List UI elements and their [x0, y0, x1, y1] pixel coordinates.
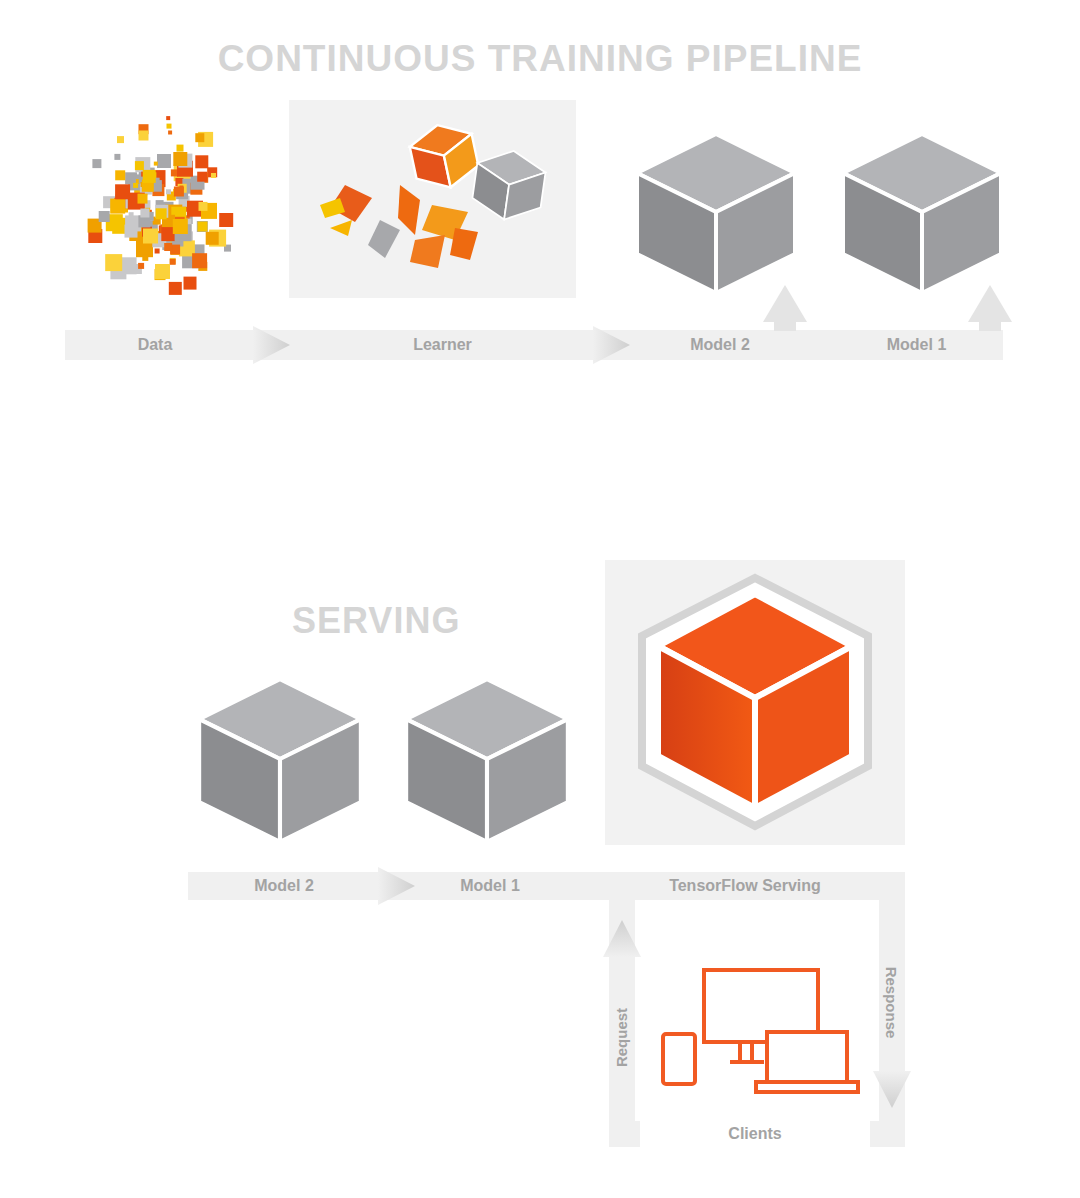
- pipeline-band: [65, 330, 1003, 360]
- serving-band: [188, 872, 905, 900]
- stage-name: Learner: [413, 336, 472, 354]
- data-scatter: [88, 116, 234, 295]
- stage-label: Data: [65, 330, 245, 360]
- stage-label: Learner: [290, 330, 595, 360]
- stage-name: TensorFlow Serving: [669, 877, 821, 895]
- stage-name: Clients: [728, 1125, 781, 1143]
- stage-name: Model 1: [460, 877, 520, 895]
- stage-label: TensorFlow Serving: [610, 872, 880, 900]
- model-cube: [406, 679, 568, 842]
- stage-name: Model 2: [690, 336, 750, 354]
- title: CONTINUOUS TRAINING PIPELINE: [0, 38, 1080, 80]
- stage-label: Model 2: [188, 872, 380, 900]
- stage-label: Model 2: [630, 330, 810, 360]
- flow-connector: [603, 900, 641, 1134]
- flow-connector: [870, 886, 911, 1134]
- learner-panel: [289, 100, 576, 298]
- model-cube: [199, 679, 361, 842]
- stage-label: Clients: [640, 1120, 870, 1148]
- flow-connector: [245, 326, 290, 364]
- model-cube: [637, 134, 795, 293]
- serving-cube: [658, 594, 852, 808]
- flow-connector: [565, 886, 610, 887]
- flow-connector: [378, 867, 415, 905]
- model-cube: [843, 134, 1001, 293]
- stage-name: Model 1: [887, 336, 947, 354]
- section-heading: SERVING: [292, 600, 460, 642]
- serving-panel: [605, 560, 905, 845]
- stage-label: Model 1: [830, 330, 1003, 360]
- stage-name: Data: [138, 336, 173, 354]
- client-devices: [663, 970, 858, 1092]
- stage-label: Model 1: [415, 872, 565, 900]
- stage-name: Model 2: [254, 877, 314, 895]
- serving-hexagon: [642, 578, 868, 826]
- edge-label: Request: [614, 1004, 631, 1069]
- flow-connector: [593, 326, 630, 364]
- edge-label: Response: [883, 963, 900, 1041]
- up-arrows: [763, 285, 1012, 331]
- learner-pieces: [320, 119, 548, 268]
